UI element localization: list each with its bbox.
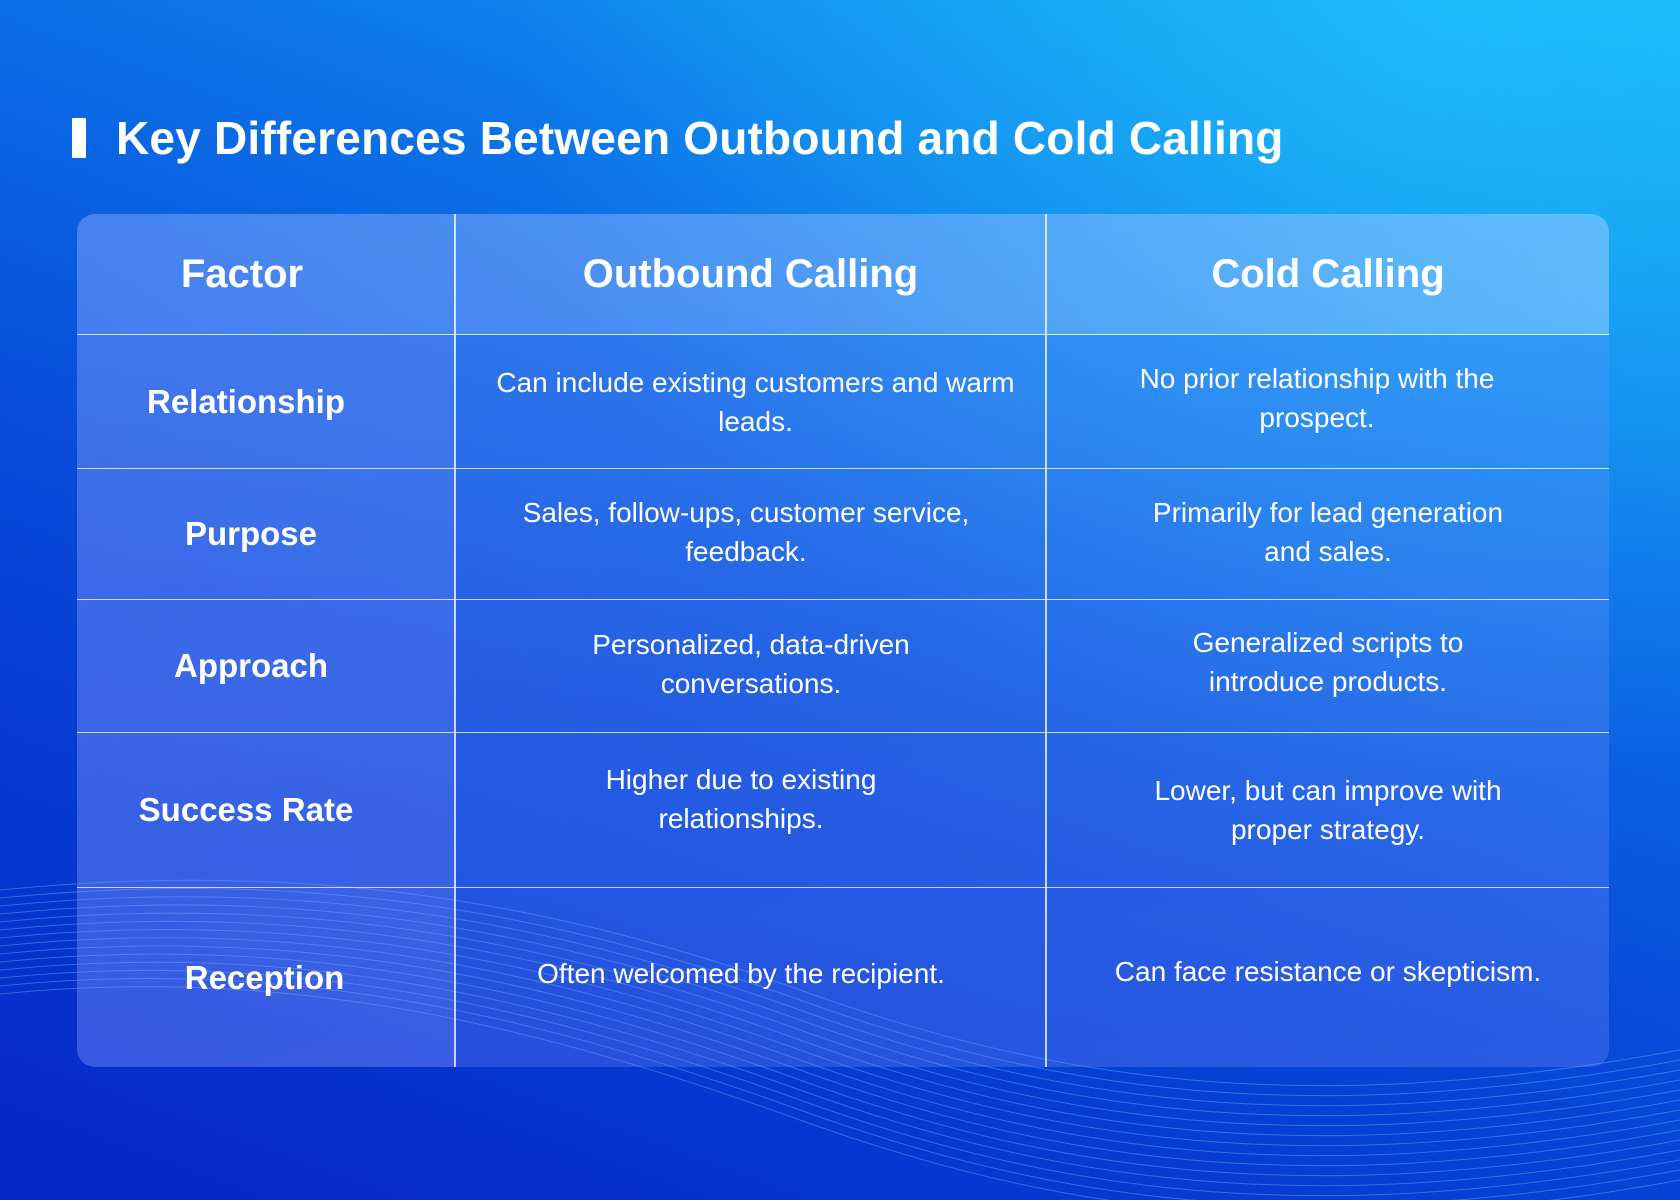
header-factor: Factor [180, 251, 304, 296]
outbound-purpose: Sales, follow-ups, customer service, fee… [522, 497, 970, 567]
cold-relationship: No prior relationship with the prospect. [1139, 362, 1495, 433]
outbound-reception: Often welcomed by the recipient. [537, 957, 945, 989]
outbound-success-rate: Higher due to existing relationships. [605, 764, 877, 834]
factor-relationship: Relationship [146, 382, 346, 420]
header-outbound-calling: Outbound Calling [582, 251, 919, 296]
factor-purpose: Purpose [184, 515, 318, 552]
column-divider [454, 214, 456, 1067]
header-cold-calling: Cold Calling [1211, 251, 1445, 296]
row-divider [77, 468, 1609, 469]
table-header-row [77, 214, 1609, 335]
factor-success-rate: Success Rate [138, 791, 354, 828]
row-divider [77, 732, 1609, 733]
page-title-text: Key Differences Between Outbound and Col… [116, 112, 1284, 164]
cold-purpose: Primarily for lead generation and sales. [1152, 497, 1504, 567]
factor-column-band [77, 335, 455, 1067]
cold-approach: Generalized scripts to introduce product… [1192, 627, 1464, 697]
cold-success-rate: Lower, but can improve with proper strat… [1154, 775, 1502, 845]
row-divider [77, 599, 1609, 600]
row-divider [77, 334, 1609, 335]
comparison-table: Factor Outbound Calling Cold Calling Rel… [77, 214, 1609, 1067]
outbound-approach: Personalized, data-driven conversations. [592, 629, 910, 699]
page-title: Key Differences Between Outbound and Col… [72, 108, 1284, 168]
row-divider [77, 887, 1609, 888]
cold-reception: Can face resistance or skepticism. [1114, 955, 1542, 987]
outbound-relationship: Can include existing customers and warm … [496, 366, 1015, 437]
factor-approach: Approach [173, 647, 328, 684]
column-divider [1045, 214, 1047, 1067]
title-accent-bar [72, 118, 86, 158]
factor-reception: Reception [184, 958, 345, 996]
